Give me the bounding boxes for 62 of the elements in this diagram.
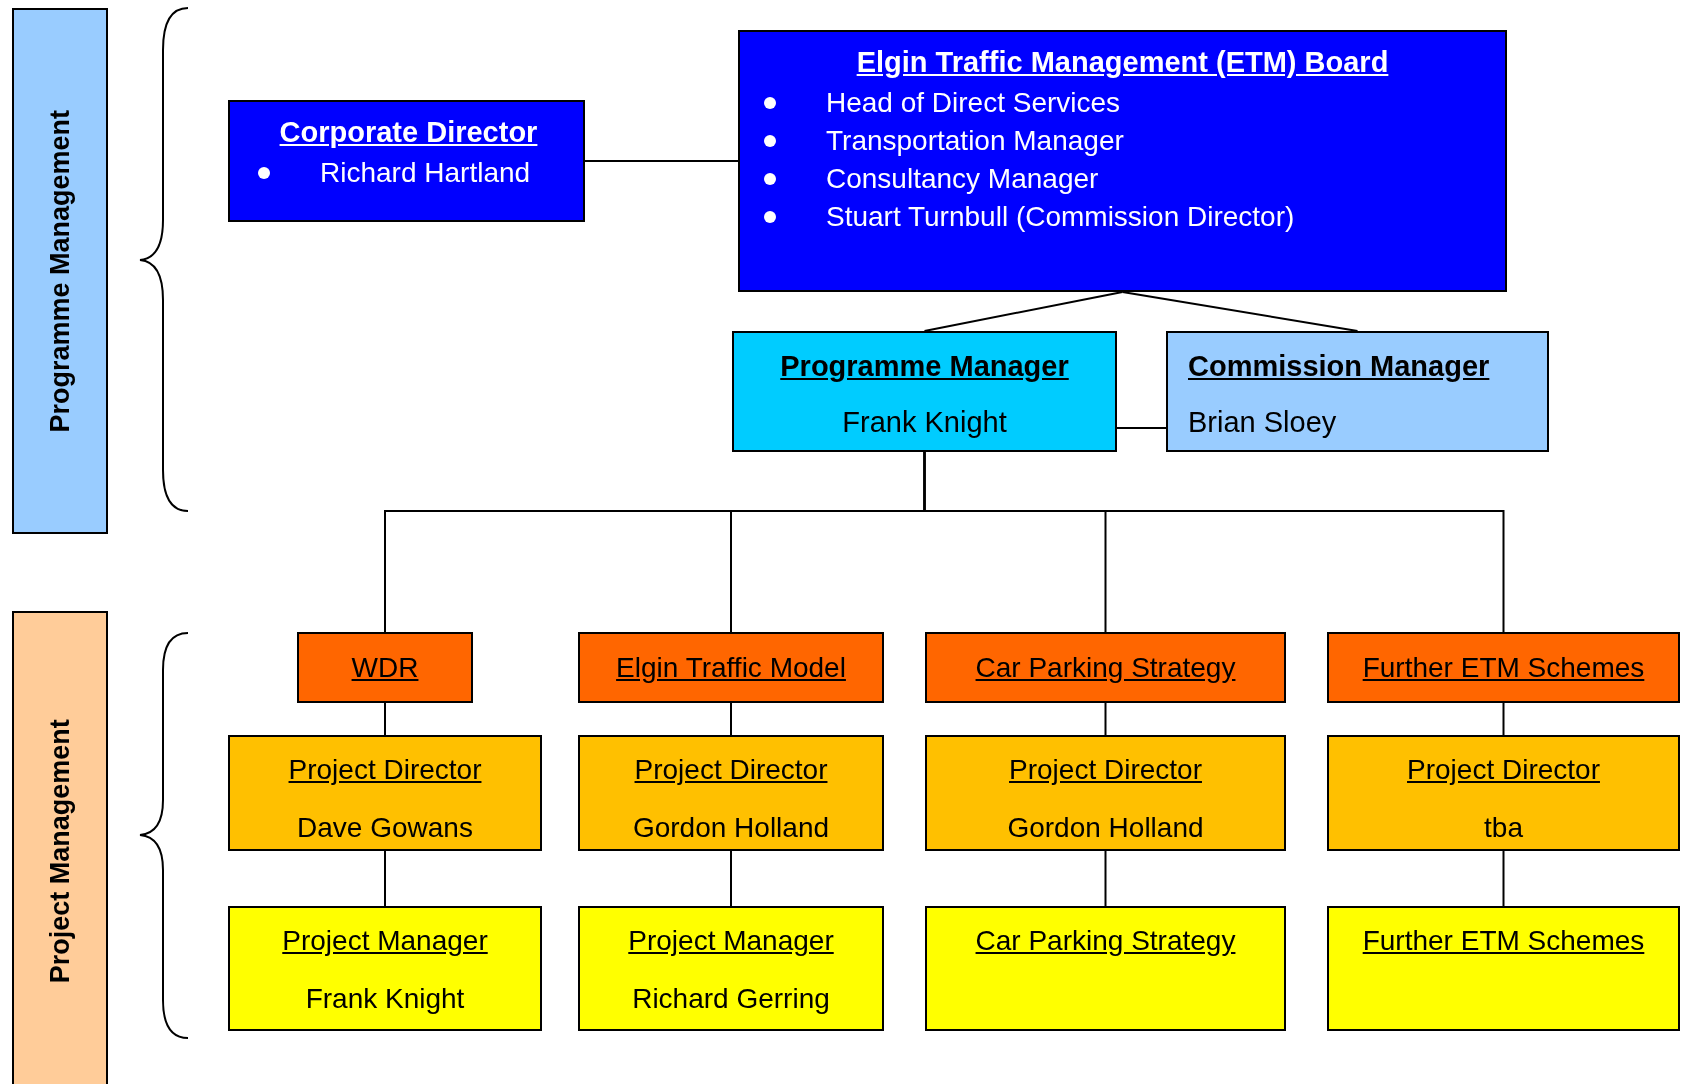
manager-box [732,331,1117,452]
box-heading: Project Director [1009,753,1202,787]
project-box [578,632,884,703]
project-title: Further ETM Schemes [1362,650,1645,685]
role-box [925,906,1286,1031]
box-heading: Project Manager [282,924,488,958]
project-title: Elgin Traffic Model [616,650,846,685]
role-box [228,735,542,851]
person-name: tba [1484,811,1523,845]
box-heading: Project Manager [628,924,834,958]
box-heading: Elgin Traffic Management (ETM) Board [856,45,1389,80]
box-heading: Project Director [1407,753,1600,787]
band-title: Project Management [44,718,75,984]
list-item: Transportation Manager [826,124,1124,158]
box-heading: Commission Manager [1188,349,1490,384]
project-box [1327,632,1680,703]
connector-line [730,702,732,736]
side-band [12,8,108,534]
box-heading: Car Parking Strategy [975,924,1236,958]
connector-line [384,702,386,736]
director-box [228,100,585,222]
role-box [925,735,1286,851]
connector-line [1104,702,1107,736]
person-name: Gordon Holland [1007,811,1204,845]
list-item: Richard Hartland [320,156,531,190]
list-item: Head of Direct Services [826,86,1121,120]
box-heading: Corporate Director [279,115,538,150]
list-item: Stuart Turnbull (Commission Director) [826,200,1295,234]
connector-line [730,850,732,907]
person-name: Richard Gerring [632,982,830,1016]
project-box [297,632,473,703]
manager-box [1166,331,1549,452]
person-name: Brian Sloey [1188,404,1337,440]
person-name: Frank Knight [842,404,1007,440]
person-name: Gordon Holland [632,811,830,845]
connector-line [1104,850,1107,907]
connector-line [1116,427,1167,429]
project-title: Car Parking Strategy [975,650,1236,685]
box-heading: Further ETM Schemes [1362,924,1645,958]
role-box [578,906,884,1031]
connector-line [384,850,386,907]
list-item: Consultancy Manager [826,162,1099,196]
person-name: Dave Gowans [297,811,473,845]
project-box [925,632,1286,703]
box-heading: Project Director [634,753,828,787]
role-box [1327,735,1680,851]
person-name: Frank Knight [305,982,465,1016]
role-box [578,735,884,851]
band-title: Programme Management [44,109,75,433]
board-box [738,30,1507,292]
connector-line [923,291,1124,332]
project-title: WDR [351,650,419,685]
connector-line [1502,850,1505,907]
box-heading: Programme Manager [780,349,1069,384]
box-heading: Project Director [288,753,482,787]
connector-line [1502,702,1505,736]
connector-line [1121,291,1359,332]
connector-line [923,451,1505,633]
role-box [228,906,542,1031]
connector-line [584,160,739,162]
side-band [12,611,108,1084]
role-box [1327,906,1680,1031]
